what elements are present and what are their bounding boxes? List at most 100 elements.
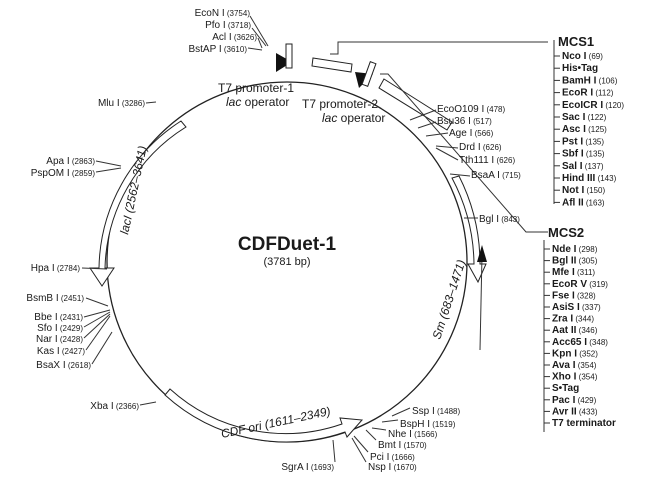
site-label: BsmB I (2451): [26, 293, 84, 304]
mcs2-item-name: Avr II: [552, 406, 577, 417]
mcs1-item-name: EcoR I: [562, 88, 593, 99]
site-line-bsaa: [449, 173, 471, 177]
site-name: Mlu I: [98, 98, 120, 109]
site-name: EcoN I: [195, 8, 225, 19]
site-line-kas: [85, 315, 111, 351]
site-position: (3286): [120, 99, 146, 108]
site-position: (2428): [58, 335, 84, 344]
mcs2-item-name: Bgl II: [552, 256, 577, 267]
site-label: Pfo I (3718): [205, 20, 251, 31]
mcs1-item-name: EcoICR I: [562, 100, 603, 111]
site-label: Drd I (626): [459, 142, 502, 153]
site-name: BstAP I: [188, 44, 221, 55]
site-position: (566): [472, 129, 493, 138]
site-position: (626): [481, 143, 502, 152]
site-line-econ: [249, 15, 269, 47]
mcs2-item-name: Pac I: [552, 395, 576, 406]
site-line-mlu: [145, 101, 157, 104]
mcs2-item: Mfe I (311): [552, 267, 595, 278]
site-label: Bgl I (843): [479, 214, 520, 225]
site-line-sfo: [83, 311, 111, 328]
mcs2-item: Avr II (433): [552, 406, 598, 417]
mcs2-item-position: (348): [587, 338, 608, 347]
mcs1-connector: [330, 41, 548, 55]
site-line-bsph: [381, 419, 399, 423]
site-name: PspOM I: [31, 168, 70, 179]
site-position: (1693): [309, 463, 335, 472]
site-label: Apa I (2863): [46, 156, 95, 167]
site-position: (2451): [59, 294, 85, 303]
site-line-ssp: [391, 407, 411, 417]
site-position: (1519): [430, 420, 456, 429]
site-line-bsmb: [85, 297, 109, 307]
site-line-sgra: [332, 439, 336, 463]
mcs1-item-position: (150): [584, 186, 605, 195]
t7-promoter-1-label: T7 promoter-1: [218, 81, 294, 95]
site-line-tth111: [435, 147, 459, 161]
site-label: Bbe I (2431): [34, 312, 83, 323]
site-position: (2618): [66, 361, 92, 370]
mcs2-item-name: Acc65 I: [552, 337, 587, 348]
site-position: (3610): [222, 45, 248, 54]
mcs1-item-name: Afl II: [562, 197, 584, 208]
mcs2-item-name: Xho I: [552, 372, 577, 383]
site-line-eco0109: [409, 109, 437, 121]
site-position: (3626): [232, 33, 258, 42]
site-name: Ssp I: [412, 406, 435, 417]
site-name: EcoO109 I: [437, 104, 484, 115]
mcs1-item: His•Tag: [562, 63, 598, 74]
site-name: Acl I: [212, 32, 231, 43]
mcs2-item: Xho I (354): [552, 372, 598, 383]
mcs2-item: Zra I (344): [552, 314, 594, 325]
mcs1-item-position: (135): [583, 137, 604, 146]
site-label: Age I (566): [449, 128, 494, 139]
mcs1-item: Hind III (143): [562, 173, 617, 184]
site-line-apa: [95, 160, 122, 167]
site-label: Kas I (2427): [37, 346, 85, 357]
site-label: Nhe I (1566): [388, 429, 438, 440]
mcs1-item-name: Sac I: [562, 112, 586, 123]
mcs2-item: Acc65 I (348): [552, 337, 608, 348]
mcs1-item-name: Asc I: [562, 124, 586, 135]
mcs2-item-name: Nde I: [552, 244, 577, 255]
site-position: (517): [471, 117, 492, 126]
mcs2-item-position: (328): [575, 291, 596, 300]
mcs2-item-position: (346): [576, 326, 597, 335]
site-label: PspOM I (2859): [31, 168, 96, 179]
site-label: Mlu I (3286): [98, 98, 145, 109]
site-label: Tth111 I (626): [459, 155, 515, 166]
mcs1-item-position: (163): [584, 198, 605, 207]
mcs2-item-name: Mfe I: [552, 267, 575, 278]
sm-feature-arc: [451, 175, 487, 284]
site-position: (478): [484, 105, 505, 114]
site-label: BstAP I (3610): [188, 44, 247, 55]
site-line-nar: [83, 313, 111, 339]
site-name: SgrA I: [281, 462, 308, 473]
site-position: (2863): [70, 157, 96, 166]
site-position: (715): [500, 171, 521, 180]
site-name: BsaA I: [471, 170, 500, 181]
site-position: (3754): [225, 9, 251, 18]
site-name: Bsu36 I: [437, 116, 471, 127]
site-position: (843): [499, 215, 520, 224]
site-position: (1666): [389, 453, 415, 462]
mcs1-item-position: (135): [584, 150, 605, 159]
laci-feature-arc: [89, 120, 187, 287]
lac-operator-2-box: [361, 61, 377, 87]
site-line-drd: [435, 145, 459, 149]
t7-promoter-2-label: T7 promoter-2: [302, 97, 378, 111]
sm-inner-line: [479, 254, 483, 351]
site-line-pci: [353, 435, 369, 453]
site-name: Nhe I: [388, 429, 412, 440]
mcs1-item: Sal I (137): [562, 161, 604, 172]
site-name: BsaX I: [36, 360, 65, 371]
site-name: Age I: [449, 128, 472, 139]
site-line-pfo: [251, 27, 267, 47]
site-position: (1566): [412, 430, 438, 439]
mcs2-item-position: (354): [576, 361, 597, 370]
mcs1-item-name: Sal I: [562, 161, 583, 172]
site-name: Kas I: [37, 346, 60, 357]
mcs2-item-name: S•Tag: [552, 383, 579, 394]
site-line-bsu36: [417, 121, 437, 129]
sm-inner-arrowhead: [477, 245, 487, 262]
